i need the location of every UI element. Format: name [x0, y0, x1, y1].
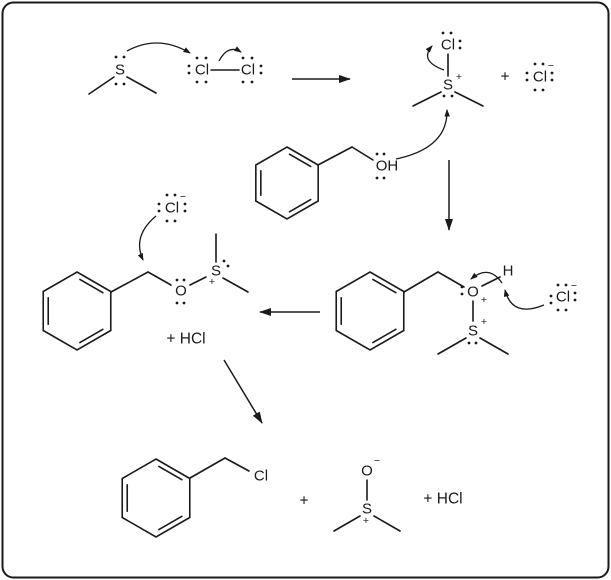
lone-pair-dots: [187, 56, 263, 84]
lone-pair-dots: [441, 31, 462, 98]
hydroxyl-label: OH: [376, 158, 399, 175]
chloride-label: Cl: [533, 69, 547, 86]
lone-pair-dots: [525, 62, 554, 92]
oxygen-label: O: [175, 283, 187, 300]
chloride-label: Cl: [556, 289, 570, 306]
curved-arrow-oxygen-to-sulfonium: [395, 109, 450, 160]
chloride-label: Cl: [165, 200, 179, 217]
sulfur-plus-charge: +: [481, 316, 487, 328]
sulfur-plus-charge: +: [209, 276, 215, 288]
lone-pair-dots: [375, 152, 386, 180]
chlorosulfonium-ion: Cl S +: [412, 31, 484, 107]
curved-arrow-sulfide-to-chlorine: [126, 42, 191, 54]
chlorine-label: Cl: [441, 37, 455, 54]
minus-charge: −: [548, 60, 554, 72]
lone-pair-dots: [114, 55, 126, 86]
benzyl-alcohol: OH: [255, 146, 399, 220]
benzyl-chloride: Cl: [121, 457, 268, 538]
oxygen-label: O: [467, 284, 479, 301]
hcl-byproduct-label: + HCl: [423, 491, 462, 508]
oxygen-minus-charge: −: [374, 455, 380, 467]
lone-pair-dots: [157, 193, 187, 223]
chlorine-molecule: Cl Cl: [187, 56, 263, 84]
curved-arrow-bond-to-chlorine-leaving: [425, 45, 445, 71]
curved-arrow-chloride-to-carbon: [137, 215, 157, 261]
chloride-ion: Cl −: [525, 60, 554, 92]
chlorine-left-label: Cl: [195, 62, 209, 79]
lone-pair-dots: [549, 283, 577, 312]
minus-charge: −: [571, 280, 577, 292]
sulfur-label: S: [468, 323, 478, 340]
benzyl-oxysulfonium: O + H S +: [335, 263, 514, 355]
reaction-arrow-diagonal: [223, 359, 263, 424]
hydrogen-label: H: [503, 263, 514, 280]
plus-sign: +: [299, 493, 308, 510]
sulfur-plus-charge: +: [363, 515, 369, 527]
hcl-byproduct-label: + HCl: [166, 331, 205, 348]
sulfur-label: S: [211, 263, 221, 280]
lone-pair-dots: [460, 285, 478, 345]
chlorine-right-label: Cl: [241, 62, 255, 79]
curved-arrow-oh-bond-to-oxygen: [470, 271, 503, 284]
oxygen-label: O: [361, 463, 373, 480]
plus-sign: +: [500, 69, 509, 86]
dmso-product: O − S +: [333, 455, 401, 532]
oxygen-plus-charge: +: [481, 294, 487, 306]
chloride-ion-attacking: Cl −: [157, 191, 187, 223]
benzyloxy-sulfonium-intermediate: O S +: [42, 233, 249, 351]
curved-arrow-chloride-to-hydrogen: [503, 289, 545, 310]
chloride-ion: Cl −: [549, 280, 577, 312]
chlorine-label: Cl: [254, 468, 268, 485]
minus-charge: −: [180, 191, 186, 203]
sulfur-plus-charge: +: [456, 71, 462, 83]
sulfur-label: S: [115, 62, 125, 79]
sulfur-label: S: [362, 501, 372, 518]
lone-pair-dots: [175, 259, 230, 305]
curved-arrow-bond-to-chlorine: [218, 46, 242, 62]
dimethyl-sulfide: S: [88, 55, 157, 95]
sulfur-label: S: [443, 77, 453, 94]
